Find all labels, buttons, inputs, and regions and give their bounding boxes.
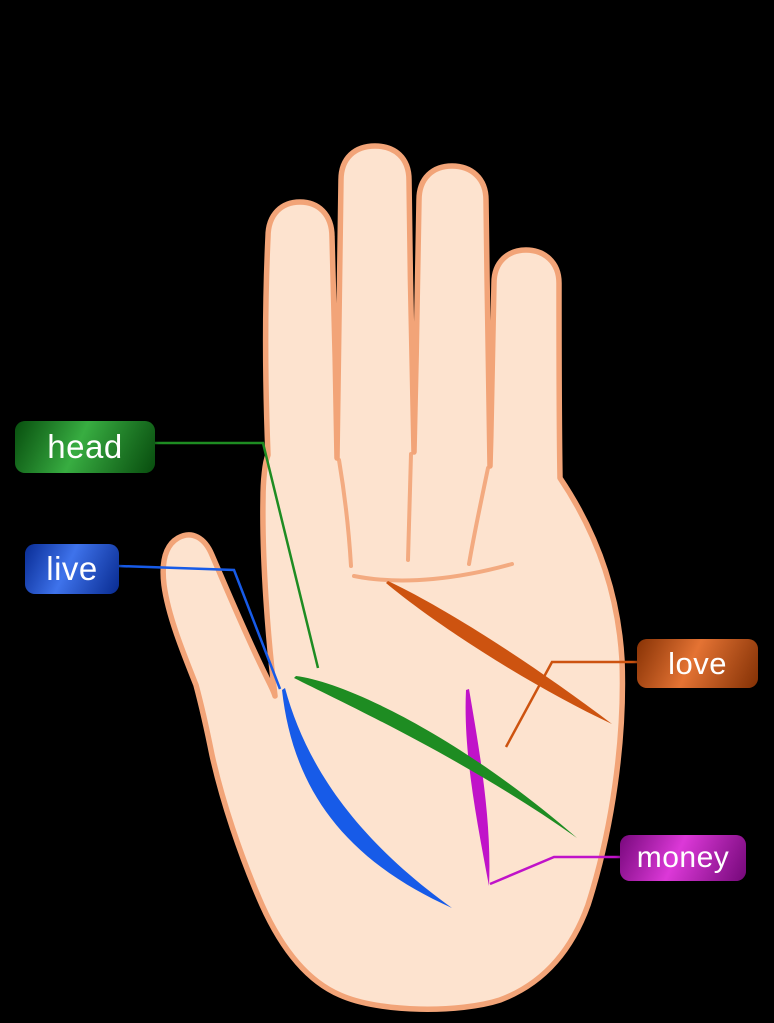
crease-ring-pinky bbox=[467, 466, 490, 566]
head-label-text: head bbox=[47, 428, 123, 465]
head-leader-line bbox=[155, 441, 320, 669]
money-leader-line bbox=[489, 855, 620, 886]
live-label-badge: live bbox=[25, 544, 119, 594]
money-line bbox=[465, 689, 490, 886]
love-label-text: love bbox=[668, 645, 727, 681]
crease-middle-ring bbox=[406, 452, 413, 562]
crease-index-middle bbox=[337, 458, 353, 568]
love-leader-line bbox=[504, 660, 637, 748]
love-line bbox=[386, 581, 612, 724]
live-leader-line bbox=[117, 564, 282, 690]
crease-palm-top bbox=[352, 562, 514, 583]
money-label-badge: money bbox=[620, 835, 746, 881]
head-label-badge: head bbox=[15, 421, 155, 473]
live-label-text: live bbox=[46, 550, 98, 587]
hand-shape bbox=[160, 143, 626, 1012]
finger-creases bbox=[337, 452, 514, 583]
money-label-text: money bbox=[636, 841, 730, 874]
love-label-badge: love bbox=[637, 639, 758, 688]
